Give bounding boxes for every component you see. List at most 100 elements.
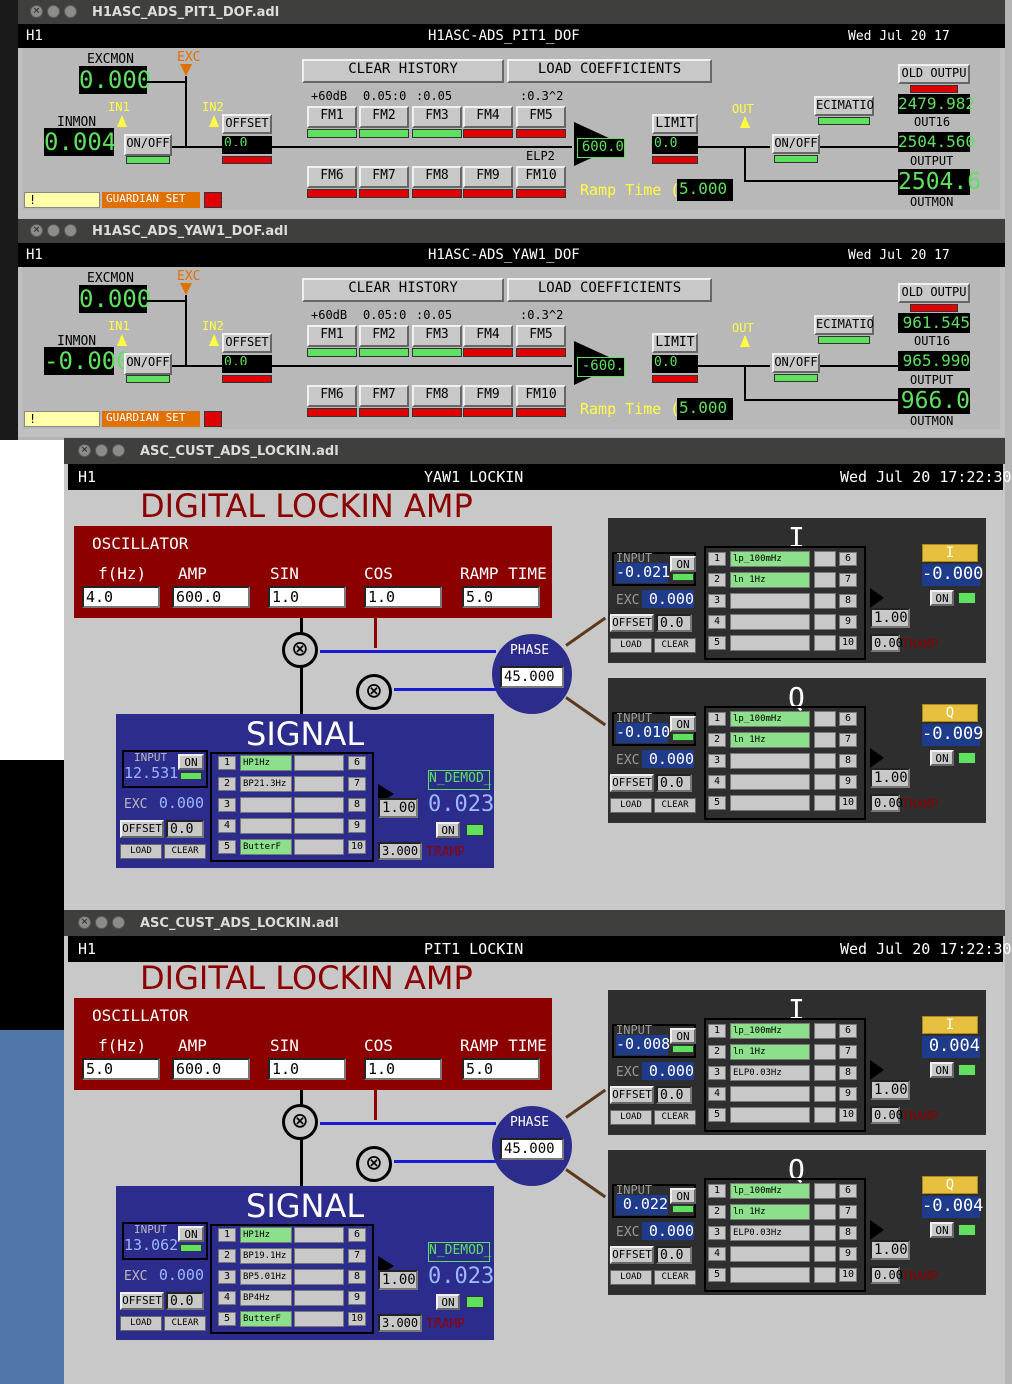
link-button[interactable]: Q [922,704,978,722]
filter-number[interactable]: 7 [839,573,857,587]
filter-number[interactable]: 9 [839,1087,857,1101]
filter-number[interactable]: 9 [348,819,366,833]
filter-name[interactable] [730,1107,810,1123]
filter-name[interactable]: BP21.3Hz [240,776,292,792]
filter-number[interactable]: 7 [348,777,366,791]
fm-button-4[interactable]: FM4 [463,325,513,347]
offset-button[interactable]: OFFSET [610,614,654,632]
guardian-button[interactable]: GUARDIAN SET [102,192,200,208]
filter-number[interactable]: 6 [839,1024,857,1038]
filter-number[interactable]: 1 [218,756,236,770]
filter-number[interactable]: 8 [348,798,366,812]
filter-number[interactable]: 7 [839,733,857,747]
clear-history-button[interactable]: CLEAR HISTORY [302,59,504,83]
offset-input[interactable]: 0.0 [656,1086,692,1104]
filter-number[interactable]: 1 [708,1024,726,1038]
fm-button-2[interactable]: FM2 [359,106,409,128]
filter-number[interactable]: 7 [839,1205,857,1219]
output-on-button[interactable]: ON [930,590,954,606]
gain-input[interactable]: 1.00 [870,1240,910,1260]
filter-name[interactable] [730,635,810,651]
close-button[interactable]: × [30,224,43,237]
signal-gain-input[interactable]: 1.00 [378,798,418,818]
filter-name[interactable]: HP1Hz [240,1227,292,1243]
filter-number[interactable]: 6 [839,712,857,726]
filter-name[interactable] [730,614,810,630]
tramp-input[interactable]: 0.00 [870,1266,903,1284]
filter-name[interactable]: lp_100mHz [730,1023,810,1039]
signal-load-button[interactable]: LOAD [120,1316,162,1331]
load-button[interactable]: LOAD [610,798,652,813]
fm-button-3[interactable]: FM3 [412,106,462,128]
osc-input[interactable]: 1.0 [364,1058,442,1080]
signal-tramp-input[interactable]: 3.000 [378,1314,422,1332]
filter-number[interactable]: 6 [348,1228,366,1242]
filter-name[interactable] [730,753,810,769]
filter-number[interactable]: 4 [218,1291,236,1305]
guardian-button[interactable]: GUARDIAN SET [102,411,200,427]
limit-button[interactable]: LIMIT [652,333,698,353]
maximize-button[interactable] [112,916,125,929]
hold-output-button[interactable]: OLD OUTPU [898,64,970,84]
filter-number[interactable]: 9 [348,1291,366,1305]
filter-name[interactable]: lp_100mHz [730,551,810,567]
link-button[interactable]: I [922,544,978,562]
filter-number[interactable]: 8 [839,594,857,608]
filter-name[interactable]: ln 1Hz [730,572,810,588]
hold-output-button[interactable]: OLD OUTPU [898,283,970,303]
link-button[interactable]: I [922,1016,978,1034]
offset-button[interactable]: OFFSET [222,333,272,353]
close-button[interactable]: × [78,444,91,457]
load-button[interactable]: LOAD [610,1110,652,1125]
output-on-button[interactable]: ON [930,750,954,766]
fm-button-8[interactable]: FM8 [412,385,462,407]
fm-button-9[interactable]: FM9 [463,166,513,188]
filter-number[interactable]: 10 [348,840,366,854]
filter-number[interactable]: 4 [218,819,236,833]
filter-number[interactable]: 1 [708,1184,726,1198]
filter-number[interactable]: 2 [708,733,726,747]
filter-number[interactable]: 8 [839,1226,857,1240]
filter-name[interactable] [730,1246,810,1262]
osc-input[interactable]: 5.0 [82,1058,160,1080]
gain-input[interactable]: 1.00 [870,608,910,628]
filter-number[interactable]: 1 [708,552,726,566]
filter-name[interactable]: ELP0.03Hz [730,1225,810,1241]
link-button[interactable]: Q [922,1176,978,1194]
filter-name[interactable] [730,774,810,790]
filter-name[interactable] [240,797,292,813]
filter-number[interactable]: 5 [218,1312,236,1326]
demod-on-button[interactable]: ON [436,1294,460,1310]
osc-input[interactable]: 1.0 [268,586,346,608]
filter-number[interactable]: 10 [839,796,857,810]
filter-number[interactable]: 7 [348,1249,366,1263]
filter-number[interactable]: 2 [708,1045,726,1059]
maximize-button[interactable] [64,5,77,18]
filter-name[interactable]: BP5.01Hz [240,1269,292,1285]
filter-number[interactable]: 4 [708,1247,726,1261]
filter-number[interactable]: 4 [708,1087,726,1101]
signal-offset-input[interactable]: 0.0 [166,820,204,838]
fm-button-6[interactable]: FM6 [307,166,357,188]
filter-number[interactable]: 9 [839,775,857,789]
signal-clear-button[interactable]: CLEAR [164,1316,206,1331]
onoff-button[interactable]: ON/OFF [124,353,172,375]
fm-button-1[interactable]: FM1 [307,106,357,128]
demod-on-button[interactable]: ON [436,822,460,838]
signal-gain-input[interactable]: 1.00 [378,1270,418,1290]
minimize-button[interactable] [47,5,60,18]
gain-input[interactable]: 1.00 [870,1080,910,1100]
offset-input[interactable]: 0.0 [656,774,692,792]
clear-button[interactable]: CLEAR [654,638,696,653]
filter-name[interactable]: ELP0.03Hz [730,1065,810,1081]
filter-number[interactable]: 5 [708,636,726,650]
filter-name[interactable] [730,593,810,609]
tramp-input[interactable]: 0.00 [870,634,903,652]
filter-number[interactable]: 2 [708,1205,726,1219]
onoff2-button[interactable]: ON/OFF [772,353,820,373]
osc-input[interactable]: 600.0 [172,586,250,608]
osc-input[interactable]: 1.0 [364,586,442,608]
maximize-button[interactable] [112,444,125,457]
limit-button[interactable]: LIMIT [652,114,698,134]
fm-button-7[interactable]: FM7 [359,385,409,407]
